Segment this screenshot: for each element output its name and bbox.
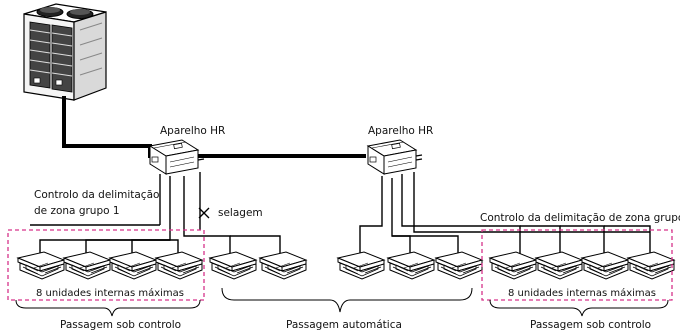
cassette-unit-icon [435, 251, 483, 280]
indoor-units-group-1 [17, 251, 203, 280]
pass-middle-label: Passagem automática [286, 319, 402, 331]
cassette-unit-icon [63, 251, 111, 280]
indoor-units-group-2 [489, 251, 675, 280]
cassette-unit-icon [489, 251, 537, 280]
cassette-unit-icon [627, 251, 675, 280]
main-pipe [62, 96, 152, 158]
pass-right-label: Passagem sob controlo [530, 319, 651, 331]
outdoor-unit-icon [23, 3, 107, 101]
cassette-unit-icon [337, 251, 385, 280]
cassette-unit-icon [209, 251, 257, 280]
x-mark-icon [198, 207, 210, 219]
hr-right-label: Aparelho HR [368, 125, 433, 137]
hr-left-label: Aparelho HR [160, 125, 225, 137]
right-hr-branches [359, 172, 651, 258]
seal-label: selagem [218, 207, 263, 219]
zone-group-2-box [481, 229, 673, 301]
cassette-unit-icon [155, 251, 203, 280]
cassette-unit-icon [259, 251, 307, 280]
hr-unit-left-icon [149, 139, 205, 175]
max-units-right-label: 8 unidades internas máximas [508, 287, 656, 299]
zone-group-1-label-line2: de zona grupo 1 [34, 205, 120, 217]
indoor-units-auto [209, 251, 483, 280]
cassette-unit-icon [581, 251, 629, 280]
max-units-left-label: 8 unidades internas máximas [36, 287, 184, 299]
pass-left-label: Passagem sob controlo [60, 319, 181, 331]
brace-right [489, 299, 669, 317]
left-hr-branches [30, 172, 281, 258]
cassette-unit-icon [535, 251, 583, 280]
brace-middle [221, 287, 473, 313]
cassette-unit-icon [387, 251, 435, 280]
hr-unit-right-icon [367, 139, 423, 175]
cassette-unit-icon [17, 251, 65, 280]
zone-group-1-label-line1: Controlo da delimitação [34, 189, 159, 201]
zone-group-2-label: Controlo da delimitação de zona grupo 2 [480, 212, 680, 224]
cassette-unit-icon [109, 251, 157, 280]
brace-left [15, 299, 201, 317]
zone-group-1-box [7, 229, 205, 301]
